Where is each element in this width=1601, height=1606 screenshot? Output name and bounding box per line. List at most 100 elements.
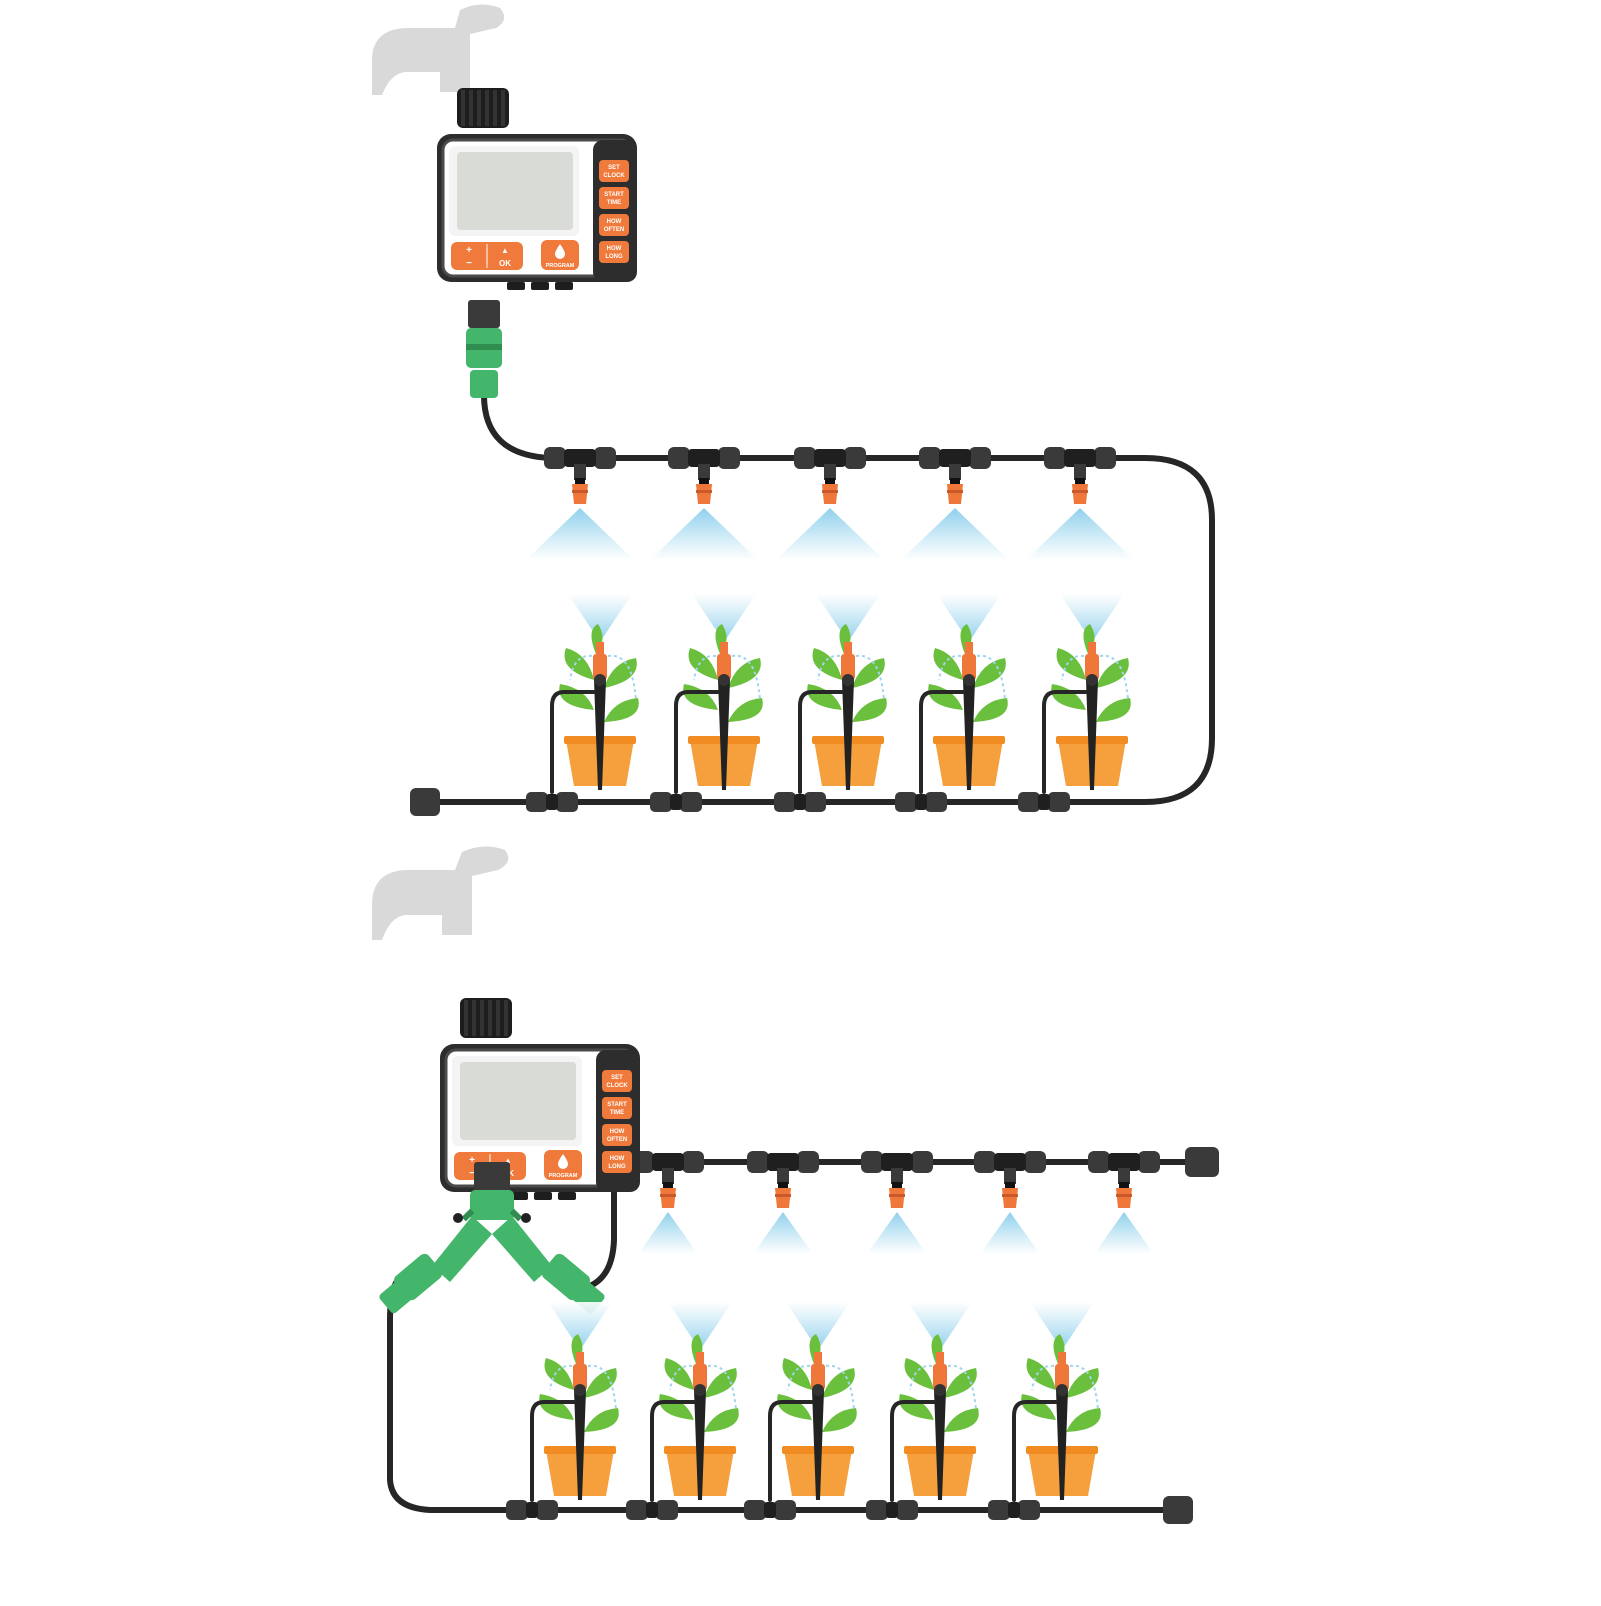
- inlet-nut: [461, 90, 465, 126]
- lcd-screen: [457, 152, 573, 230]
- stake-nozzle: [814, 1352, 822, 1364]
- tee-fitting: [632, 1151, 704, 1254]
- bottom-fitting: [915, 794, 927, 810]
- fitting-stem: [1119, 1182, 1129, 1188]
- water-jet: [855, 654, 885, 701]
- leaf: [604, 698, 639, 722]
- mist-spray: [526, 508, 634, 560]
- side-button-label: LONG: [608, 1164, 626, 1170]
- potted-plant-icon: [895, 594, 1008, 812]
- fitting-body: [974, 1151, 996, 1173]
- faucet-icon: [372, 846, 509, 940]
- leaf: [688, 648, 718, 680]
- stake-nozzle: [1055, 1364, 1069, 1390]
- water-jet: [1069, 1364, 1099, 1411]
- fitting-body: [814, 449, 846, 467]
- fitting-body: [1138, 1151, 1160, 1173]
- leaf: [664, 1358, 694, 1390]
- mist-spray: [816, 594, 880, 642]
- bottom-fitting: [1038, 794, 1050, 810]
- micro-tube: [919, 690, 965, 794]
- potted-plant-icon: [626, 1302, 739, 1520]
- leaf: [559, 684, 594, 710]
- micro-tube: [530, 1400, 576, 1502]
- mist-spray: [568, 594, 632, 642]
- mist-nozzle: [775, 1188, 791, 1208]
- mist-spray: [668, 1302, 732, 1350]
- side-button: [599, 214, 629, 236]
- bottom-fitting: [626, 1500, 648, 1520]
- water-jet: [1099, 654, 1129, 701]
- fitting-stem: [699, 478, 709, 484]
- mist-spray: [1030, 1302, 1094, 1350]
- water-jet: [787, 1364, 811, 1391]
- water-jet: [569, 654, 593, 681]
- inlet-nut: [477, 90, 481, 126]
- fitting-body: [747, 1151, 769, 1173]
- inlet-nut: [485, 90, 489, 126]
- fitting-body: [1094, 447, 1116, 469]
- potted-plant-icon: [1018, 594, 1131, 812]
- micro-tube: [650, 1400, 696, 1502]
- bottom-fitting: [886, 1502, 898, 1518]
- fitting-body: [794, 447, 816, 469]
- leaf: [782, 1358, 812, 1390]
- mist-spray: [1094, 1212, 1154, 1254]
- fitting-body: [911, 1151, 933, 1173]
- micro-tube: [890, 1400, 936, 1502]
- fitting-stem: [1004, 1168, 1016, 1184]
- bottom-fitting: [794, 794, 806, 810]
- mist-spray: [1060, 594, 1124, 642]
- potted-plant-icon: [506, 1302, 619, 1520]
- tee-fitting: [1088, 1151, 1160, 1254]
- mist-nozzle: [696, 490, 712, 493]
- fitting-body: [844, 447, 866, 469]
- leaf: [904, 1358, 934, 1390]
- side-button-label: CLOCK: [603, 173, 625, 179]
- bottom-fitting: [670, 794, 682, 810]
- fitting-body: [594, 447, 616, 469]
- drip-stake: [694, 1390, 706, 1500]
- mist-nozzle: [1072, 484, 1088, 504]
- side-button-label: TIME: [610, 1110, 624, 1116]
- mist-nozzle: [947, 484, 963, 504]
- leaf: [1066, 1368, 1099, 1398]
- drip-stake: [812, 1390, 824, 1500]
- potted-plant-icon: [988, 1302, 1101, 1520]
- fitting-body: [668, 447, 690, 469]
- water-timer: SETCLOCKSTARTTIMEHOWOFTENHOWLONG+−▲OKPRO…: [440, 998, 640, 1200]
- fitting-body: [994, 1153, 1026, 1171]
- fitting-stem: [1005, 1182, 1015, 1188]
- water-jet: [731, 654, 761, 701]
- minus-label: −: [466, 258, 472, 269]
- bottom-fitting: [1008, 1502, 1020, 1518]
- stake-joint: [594, 674, 606, 686]
- fitting-body: [797, 1151, 819, 1173]
- program-label: PROGRAM: [549, 1173, 578, 1179]
- drip-stake: [1056, 1390, 1068, 1500]
- mist-spray: [692, 594, 756, 642]
- fitting-stem: [1075, 478, 1085, 484]
- water-jet: [938, 654, 962, 681]
- mist-spray: [776, 508, 884, 560]
- leaf: [728, 698, 763, 722]
- tee-fitting: [747, 1151, 819, 1254]
- fitting-body: [1024, 1151, 1046, 1173]
- bottom-fitting: [896, 1500, 918, 1520]
- fitting-stem: [575, 478, 585, 484]
- leaf: [944, 1408, 979, 1432]
- fitting-body: [939, 449, 971, 467]
- water-jet: [825, 1364, 855, 1411]
- inlet-nut: [488, 1000, 492, 1036]
- side-button: [602, 1070, 632, 1092]
- timer-foot: [555, 282, 573, 290]
- bottom-fitting: [774, 792, 796, 812]
- leaf: [683, 684, 718, 710]
- tee-fitting: [650, 447, 758, 560]
- stake-nozzle: [696, 1352, 704, 1364]
- bottom-fitting: [650, 792, 672, 812]
